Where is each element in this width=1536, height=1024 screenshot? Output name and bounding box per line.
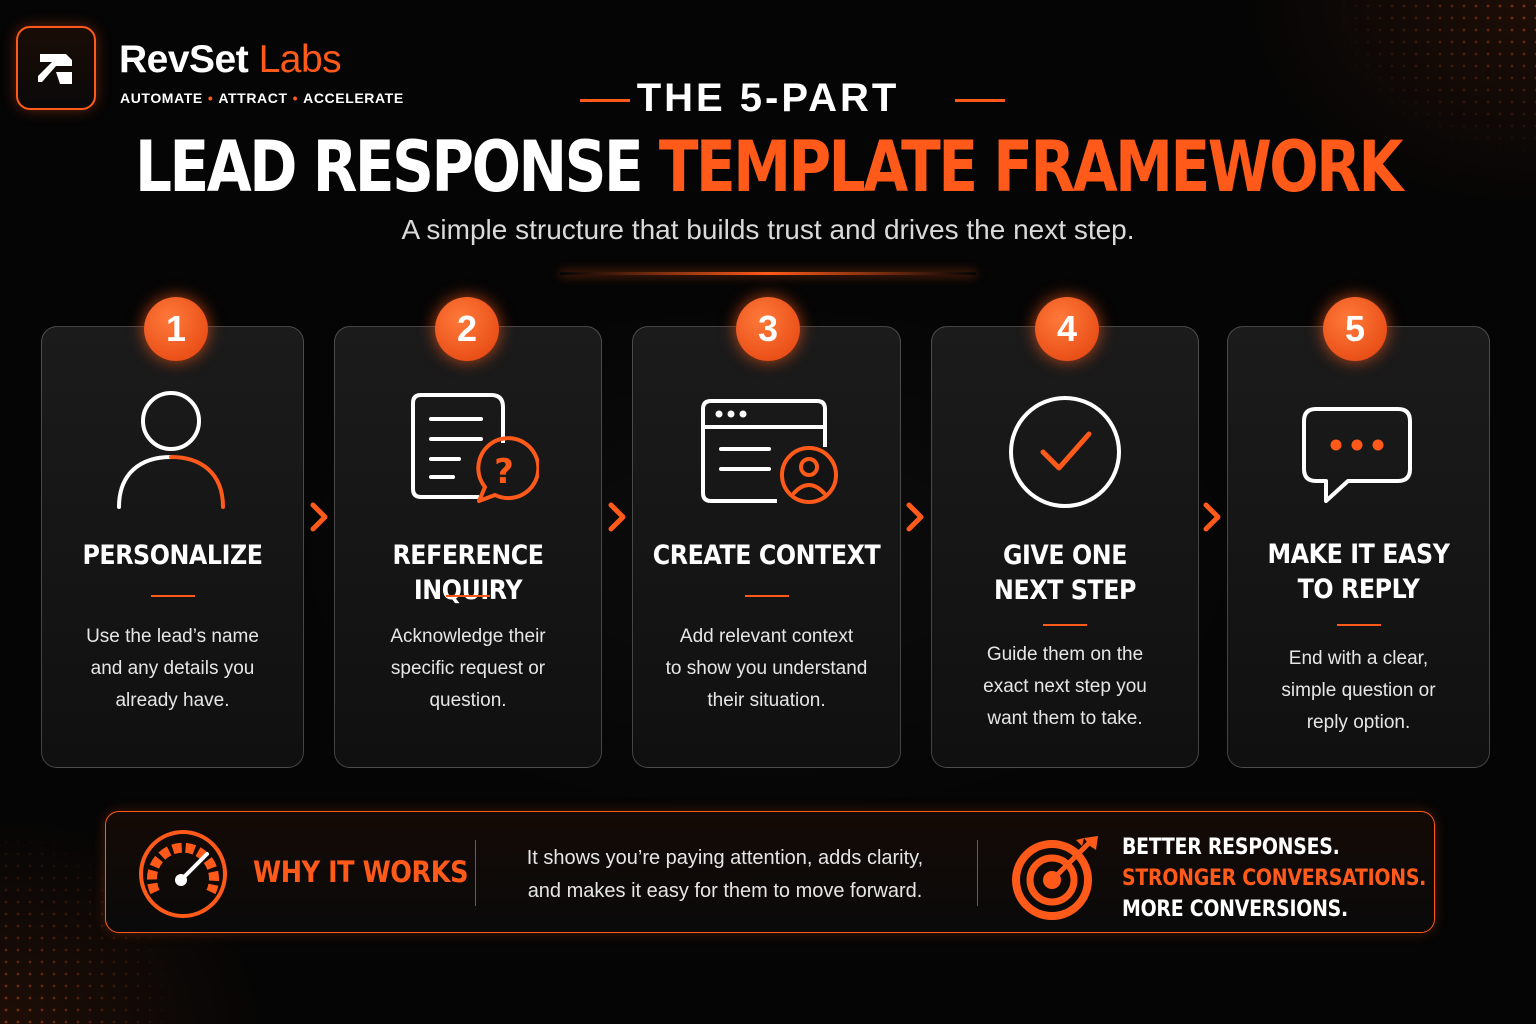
results-list: BETTER RESPONSES. STRONGER CONVERSATIONS… [1122, 832, 1426, 925]
step-description-line: want them to take. [987, 708, 1143, 729]
person-icon [115, 389, 227, 511]
step-title: GIVE ONE NEXT STEP [948, 538, 1182, 608]
step-description-line: to show you understand [665, 658, 868, 679]
step-rule [1336, 624, 1381, 626]
step-number-badge: 3 [736, 297, 800, 361]
speedometer-icon [137, 828, 229, 920]
chevron-right-icon [606, 500, 628, 534]
result-line: STRONGER CONVERSATIONS. [1122, 866, 1427, 891]
page-eyebrow: THE 5-PART [636, 76, 900, 120]
panel-divider [475, 840, 476, 906]
step-card-create-context: CREATE CONTEXT Add relevant context to s… [632, 326, 901, 768]
chat-bubble-icon [1300, 405, 1414, 505]
step-title-line: CREATE CONTEXT [652, 540, 881, 571]
chevron-right-icon [308, 500, 330, 534]
checkmark-circle-icon [1007, 394, 1123, 510]
brand-name-accent: Labs [258, 38, 342, 81]
panel-divider [977, 840, 978, 906]
step-title-line: GIVE ONE [1002, 540, 1128, 571]
step-title-line: MAKE IT EASY [1267, 539, 1450, 570]
eyebrow-rule-left [580, 99, 630, 102]
brand-tagline: AUTOMATE•ATTRACT•ACCELERATE [120, 90, 404, 106]
step-number-badge: 4 [1035, 297, 1099, 361]
step-title-line: TO REPLY [1297, 574, 1420, 605]
step-description-line: and any details you [90, 658, 255, 679]
browser-user-icon [699, 397, 841, 505]
brand-name: RevSet Labs [119, 38, 342, 82]
step-description-line: Use the lead’s name [86, 626, 259, 647]
step-number-badge: 1 [144, 297, 208, 361]
step-title: REFERENCE INQUIRY [351, 538, 585, 608]
eyebrow-rule-right [955, 99, 1005, 102]
tagline-word: ACCELERATE [303, 90, 404, 106]
step-description-line: already have. [115, 690, 230, 711]
step-number-badge: 2 [435, 297, 499, 361]
why-text-line: It shows you’re paying attention, adds c… [526, 847, 924, 869]
step-title-line: PERSONALIZE [82, 540, 263, 571]
page-title-orange: TEMPLATE FRAMEWORK [658, 126, 1404, 208]
step-description-line: Add relevant context [679, 626, 854, 647]
step-description-line: End with a clear, [1288, 648, 1429, 669]
page-title: LEAD RESPONSE TEMPLATE FRAMEWORK [131, 126, 1406, 208]
chevron-right-icon [904, 500, 926, 534]
step-description-line: simple question or [1281, 680, 1436, 701]
step-description: Acknowledge their specific request or qu… [353, 621, 583, 717]
step-description-line: exact next step you [983, 676, 1147, 697]
step-rule [150, 595, 195, 597]
tagline-word: ATTRACT [218, 90, 288, 106]
svg-text:?: ? [494, 452, 514, 492]
step-description-line: reply option. [1306, 712, 1411, 733]
step-card-give-one-next-step: GIVE ONE NEXT STEP Guide them on the exa… [931, 326, 1199, 768]
page-subtitle: A simple structure that builds trust and… [401, 214, 1135, 245]
tagline-separator: • [292, 90, 299, 106]
why-it-works-title: WHY IT WORKS [253, 855, 469, 889]
step-card-make-it-easy-to-reply: MAKE IT EASY TO REPLY End with a clear, … [1227, 326, 1490, 768]
step-card-reference-inquiry: ? REFERENCE INQUIRY Acknowledge their sp… [334, 326, 602, 768]
step-title-line: NEXT STEP [994, 575, 1136, 606]
header-divider [560, 272, 976, 275]
step-description-line: question. [429, 690, 507, 711]
step-description: Use the lead’s name and any details you … [60, 621, 285, 717]
step-title-line: REFERENCE INQUIRY [392, 540, 544, 606]
step-description-line: specific request or [390, 658, 546, 679]
why-it-works-text: It shows you’re paying attention, adds c… [500, 842, 950, 908]
why-it-works-panel [105, 811, 1435, 933]
step-rule [446, 595, 490, 597]
chevron-right-icon [1201, 500, 1223, 534]
step-card-personalize: PERSONALIZE Use the lead’s name and any … [41, 326, 304, 768]
step-description: Guide them on the exact next step you wa… [950, 639, 1180, 735]
step-description-line: Guide them on the [986, 644, 1144, 665]
step-title: CREATE CONTEXT [649, 538, 884, 573]
step-number-badge: 5 [1323, 297, 1387, 361]
tagline-word: AUTOMATE [120, 90, 203, 106]
step-title: MAKE IT EASY TO REPLY [1244, 537, 1474, 607]
result-line: MORE CONVERSIONS. [1122, 897, 1348, 922]
step-rule [744, 595, 789, 597]
target-arrow-icon [1012, 832, 1104, 920]
step-description: Add relevant context to show you underst… [651, 621, 882, 717]
step-description: End with a clear, simple question or rep… [1246, 643, 1471, 739]
step-rule [1043, 624, 1087, 626]
tagline-separator: • [207, 90, 214, 106]
step-description-line: Acknowledge their [390, 626, 546, 647]
why-text-line: and makes it easy for them to move forwa… [527, 880, 923, 902]
document-question-icon: ? [409, 391, 539, 507]
step-description-line: their situation. [707, 690, 826, 711]
brand-logo-icon [16, 26, 96, 110]
result-line: BETTER RESPONSES. [1122, 835, 1340, 860]
page-title-white: LEAD RESPONSE [135, 126, 644, 208]
brand-name-main: RevSet [119, 38, 249, 81]
step-title: PERSONALIZE [58, 538, 288, 573]
